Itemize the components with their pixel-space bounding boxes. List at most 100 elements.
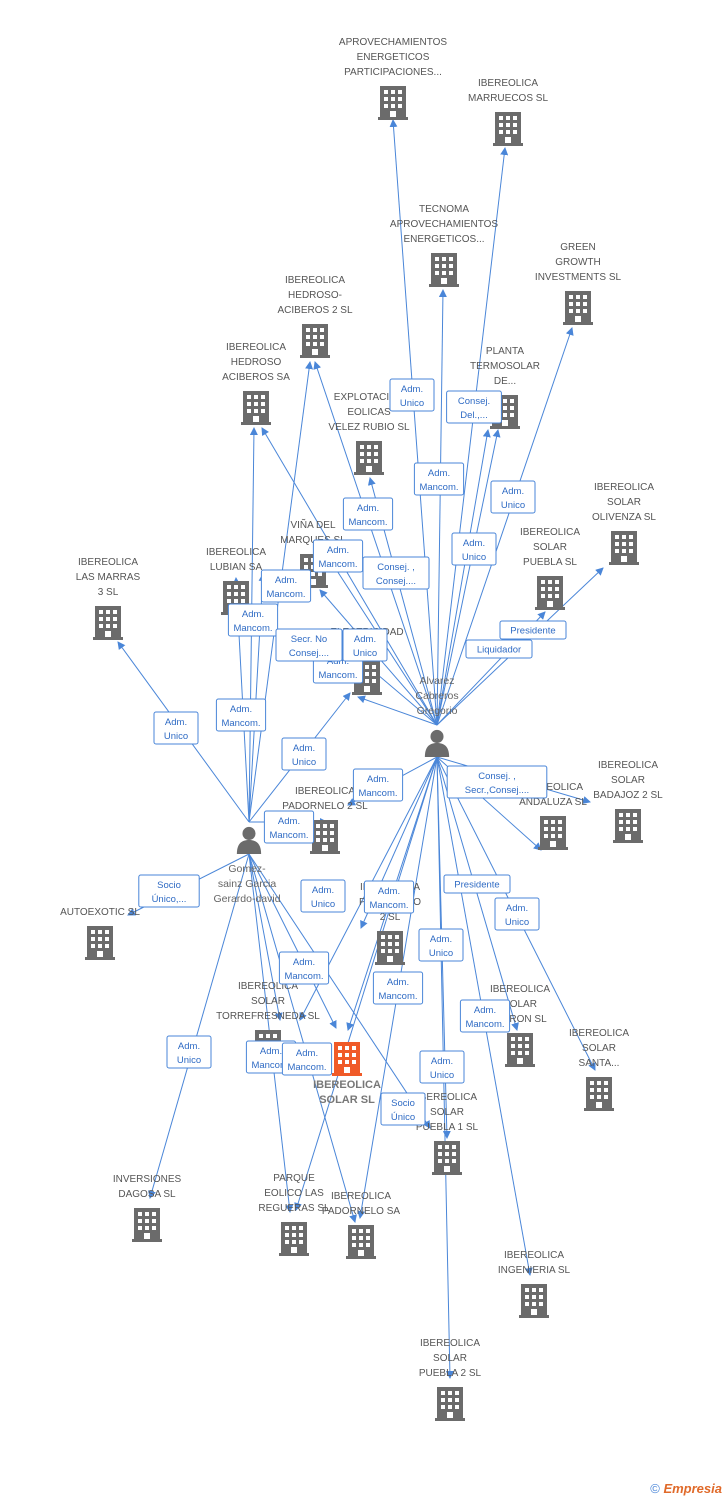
- company-node-santa[interactable]: IBEREOLICASOLARSANTA...: [569, 1028, 629, 1111]
- relation-label[interactable]: Presidente: [443, 874, 511, 894]
- relation-label[interactable]: Adm.Mancom.: [363, 880, 415, 914]
- company-name-line: VELEZ RUBIO SL: [328, 422, 410, 433]
- relation-label[interactable]: Adm.Mancom.: [372, 971, 424, 1005]
- company-name-line: IBEREOLICA: [285, 275, 345, 286]
- building-icon: [584, 1077, 614, 1111]
- relation-label[interactable]: Adm.Mancom.: [281, 1042, 333, 1076]
- company-name-line: HEDROSO-: [288, 290, 342, 301]
- relation-label[interactable]: Adm.Unico: [281, 737, 327, 771]
- relation-label-text: Adm.: [502, 486, 524, 497]
- relation-label[interactable]: Consej. ,Consej....: [362, 556, 430, 590]
- relation-label[interactable]: Adm.Unico: [389, 378, 435, 412]
- relation-label-box: [490, 480, 536, 514]
- relation-label[interactable]: Adm.Unico: [418, 928, 464, 962]
- company-name-line: BADAJOZ 2 SL: [593, 790, 663, 801]
- company-name-line: INVERSIONES: [113, 1174, 182, 1185]
- relation-label[interactable]: Adm.Unico: [494, 897, 540, 931]
- company-name-line: PARQUE: [273, 1173, 315, 1184]
- relation-label[interactable]: Adm.Unico: [300, 879, 346, 913]
- company-node-tecnoma[interactable]: TECNOMAAPROVECHAMIENTOSENERGETICOS...: [390, 204, 498, 287]
- company-name-line: TECNOMA: [419, 204, 469, 215]
- company-name-line: GREEN: [560, 242, 596, 253]
- company-name-line: IBEREOLICA: [598, 760, 658, 771]
- company-node-planta[interactable]: PLANTATERMOSOLARDE...: [470, 346, 540, 429]
- company-node-autoexotic[interactable]: AUTOEXOTIC SL: [60, 907, 140, 960]
- company-name-line: PUEBLA 1 SL: [416, 1122, 479, 1133]
- company-name-line: ENERGETICOS: [357, 52, 430, 63]
- company-name-line: DE...: [494, 376, 516, 387]
- building-icon: [538, 816, 568, 850]
- relation-label-text: Adm.: [278, 816, 300, 827]
- relation-label[interactable]: Consej.Del.,...: [446, 390, 502, 424]
- relation-label[interactable]: Adm.Mancom.: [352, 768, 404, 802]
- relation-label[interactable]: Adm.Unico: [166, 1035, 212, 1069]
- company-name-line: LUBIAN SA: [210, 562, 263, 573]
- relation-label[interactable]: Adm.Mancom.: [227, 603, 279, 637]
- company-name-line: MORON SL: [493, 1014, 547, 1025]
- relation-label[interactable]: Adm.Mancom.: [312, 539, 364, 573]
- building-icon: [241, 391, 271, 425]
- company-node-aprov[interactable]: APROVECHAMIENTOSENERGETICOSPARTICIPACION…: [339, 37, 447, 120]
- footer-brand[interactable]: © Empresia: [650, 1481, 722, 1496]
- relation-label-box: [494, 897, 540, 931]
- relation-label-text: Adm.: [327, 545, 349, 556]
- relation-label[interactable]: Adm.Mancom.: [278, 951, 330, 985]
- relation-label[interactable]: Adm.Mancom.: [260, 569, 312, 603]
- relation-edge: [357, 695, 438, 726]
- relation-label[interactable]: SocioÚnico,...: [138, 874, 200, 908]
- company-name-line: ACIBEROS SA: [222, 372, 290, 383]
- relation-label-text: Adm.: [357, 503, 379, 514]
- relation-label-box: [352, 768, 404, 802]
- relation-label[interactable]: Presidente: [499, 620, 567, 640]
- relation-label[interactable]: Liquidador: [465, 639, 533, 659]
- relation-label[interactable]: Adm.Unico: [342, 628, 388, 662]
- company-name-line: IBEREOLICA: [504, 1250, 564, 1261]
- relation-label-text: Consej. ,: [377, 562, 415, 573]
- relation-label[interactable]: Adm.Unico: [490, 480, 536, 514]
- relation-label[interactable]: Secr. NoConsej....: [275, 628, 343, 662]
- building-icon: [132, 1208, 162, 1242]
- relation-label[interactable]: Adm.Unico: [451, 532, 497, 566]
- relation-label-box: [312, 539, 364, 573]
- relation-label-box: [446, 390, 502, 424]
- company-name-line: PUEBLA 2 SL: [419, 1368, 482, 1379]
- relation-label-text: Mancom.: [287, 1062, 326, 1073]
- relation-label-box: [166, 1035, 212, 1069]
- relation-edge: [148, 853, 250, 1199]
- relation-label[interactable]: Adm.Unico: [419, 1050, 465, 1084]
- relation-label[interactable]: Adm.Mancom.: [263, 810, 315, 844]
- relation-label[interactable]: Adm.Mancom.: [459, 999, 511, 1033]
- relation-label[interactable]: Adm.Unico: [153, 711, 199, 745]
- building-icon: [519, 1284, 549, 1318]
- company-name-line: 2 SL: [380, 912, 401, 923]
- relation-label[interactable]: Adm.Mancom.: [215, 698, 267, 732]
- relation-label[interactable]: Consej. ,Secr.,Consej....: [446, 765, 548, 799]
- relation-label[interactable]: Adm.Mancom.: [413, 462, 465, 496]
- relation-label[interactable]: Adm.Mancom.: [342, 497, 394, 531]
